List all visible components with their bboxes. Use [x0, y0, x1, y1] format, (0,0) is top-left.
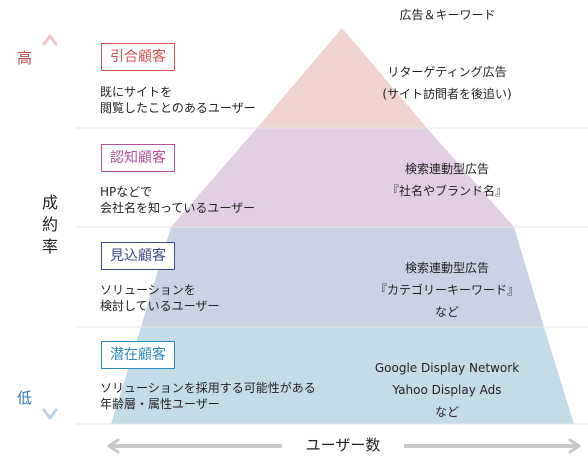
- level-ads-latent: Google Display Network Yahoo Display Ads…: [374, 361, 520, 419]
- pyramid-tier-2: [171, 128, 514, 227]
- pyramid-tier-4: [111, 327, 574, 424]
- level-badge-latent: 潜在顧客: [101, 341, 175, 369]
- level-desc-prospect: ソリューションを 検討しているユーザー: [100, 283, 220, 313]
- x-axis-arrowhead-left: [107, 438, 120, 454]
- pyramid-tier-1: [257, 28, 427, 128]
- y-axis-high-label: 高: [17, 49, 33, 67]
- y-axis-title-char: 率: [41, 237, 58, 256]
- level-desc-latent: ソリューションを採用する可能性がある 年齢層・属性ユーザー: [100, 381, 316, 411]
- level-ads-inquiry: リターゲティング広告 (サイト訪問者を後追い): [382, 65, 512, 101]
- y-axis-title-char: 成: [41, 193, 58, 212]
- y-axis-title-char: 約: [41, 215, 58, 234]
- x-axis-title: ユーザー数: [282, 434, 404, 455]
- level-desc-inquiry: 既にサイトを 閲覧したことのあるユーザー: [100, 85, 256, 115]
- ad-column-title: 広告＆キーワード: [399, 8, 496, 22]
- y-axis-title: 成 約 率: [36, 192, 64, 258]
- y-axis-arrowhead-down: [42, 408, 58, 420]
- level-ads-awareness: 検索連動型広告 『社名やブランド名』: [386, 162, 507, 198]
- x-axis-arrowhead-right: [568, 438, 581, 454]
- level-desc-awareness: HPなどで 会社名を知っているユーザー: [100, 185, 256, 215]
- y-axis-arrowhead-up: [42, 34, 58, 46]
- y-axis-low-label: 低: [17, 389, 33, 407]
- level-badge-awareness: 認知顧客: [101, 144, 175, 172]
- level-badge-inquiry: 引合顧客: [101, 43, 175, 71]
- pyramid-tier-3: [141, 227, 544, 327]
- level-badge-prospect: 見込顧客: [101, 242, 175, 270]
- level-ads-prospect: 検索連動型広告 『カテゴリーキーワード』 など: [374, 261, 519, 319]
